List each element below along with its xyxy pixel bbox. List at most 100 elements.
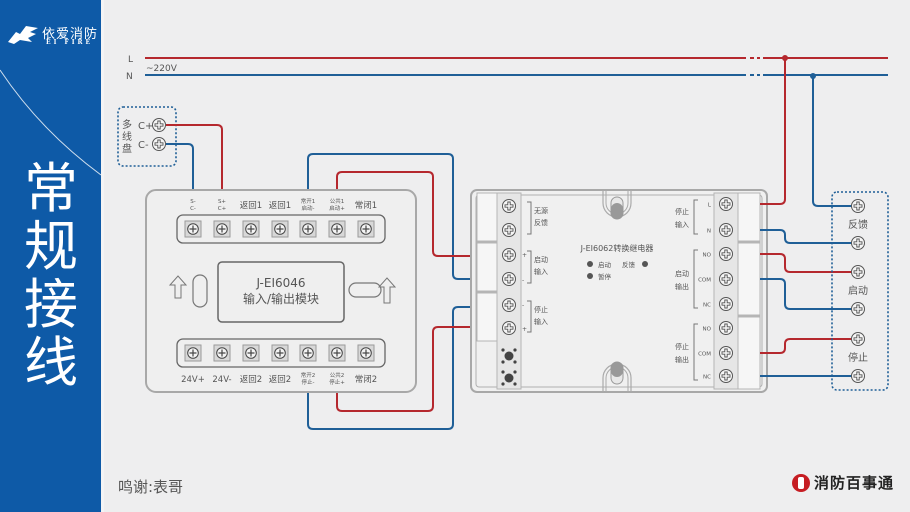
decorative-arc <box>0 69 101 176</box>
screw-terminal-icon <box>184 344 202 362</box>
screw-terminal-icon <box>502 199 516 213</box>
module-model: J-EI6046 <box>255 276 305 290</box>
terminal-label: 常闭2 <box>355 374 377 385</box>
wire-start-2 <box>760 278 852 310</box>
screw-terminal-icon <box>719 197 733 211</box>
wire-stop-plus <box>336 326 470 412</box>
screw-terminal-icon <box>719 346 733 360</box>
wire-feedback-1 <box>812 76 852 207</box>
test-button[interactable] <box>501 370 517 386</box>
terminal-label: 返回1 <box>269 200 291 211</box>
screw-terminal-icon <box>357 220 375 238</box>
title-char: 规 <box>24 215 78 278</box>
group-label: 输出 <box>675 282 689 291</box>
polarity-mark: + <box>522 326 527 333</box>
panel-label-char: 线 <box>122 130 132 143</box>
screw-terminal-icon <box>502 223 516 237</box>
screw-terminal-icon <box>299 220 317 238</box>
group-label: 输出 <box>675 355 689 364</box>
screw-terminal-icon <box>851 332 865 346</box>
terminal-label: 启动- <box>302 204 315 212</box>
indicator-start-led <box>587 261 593 267</box>
eagle-logo-icon <box>8 26 38 44</box>
reset-button[interactable] <box>501 348 517 364</box>
screw-terminal-icon <box>851 199 865 213</box>
screw-terminal-icon <box>719 272 733 286</box>
screw-terminal-icon <box>719 223 733 237</box>
screw-terminal-icon <box>851 369 865 383</box>
polarity-mark: - <box>522 302 524 309</box>
terminal-label: 常闭1 <box>355 200 377 211</box>
group-label: 输入 <box>534 317 548 326</box>
screw-terminal-icon <box>719 247 733 261</box>
screw-terminal-icon <box>328 220 346 238</box>
group-label: 反馈 <box>534 218 548 227</box>
module-name: 输入/输出模块 <box>243 291 319 306</box>
screw-terminal-icon <box>357 344 375 362</box>
screw-terminal-icon <box>242 220 260 238</box>
pin-label: NO <box>703 327 712 333</box>
group-label: 无源 <box>534 206 548 215</box>
up-arrow-icon <box>168 275 188 299</box>
panel-label-char: 盘 <box>122 142 132 155</box>
terminal-label: 停止- <box>302 378 315 386</box>
pin-label: NO <box>703 253 712 259</box>
wire-relay-L <box>760 58 786 205</box>
terminal-label: 公共1 <box>330 197 345 205</box>
title-char: 常 <box>24 157 78 220</box>
wire-feedback-2 <box>760 229 852 244</box>
screw-terminal-icon <box>213 344 231 362</box>
screw-terminal-icon <box>719 321 733 335</box>
wire-c-minus <box>166 143 194 192</box>
title-char: 线 <box>24 331 78 394</box>
screw-terminal-icon <box>502 248 516 262</box>
indicator-feedback-label: 反馈 <box>622 260 636 269</box>
pin-label: NC <box>703 375 711 381</box>
group-label: 停止 <box>534 305 548 314</box>
brand-name-cn: 依爱消防 <box>42 27 99 42</box>
wire-stop-minus <box>307 306 470 430</box>
panel-label-char: 多 <box>122 118 132 131</box>
pin-label: COM <box>698 352 711 358</box>
terminal-label: 返回2 <box>240 374 262 385</box>
terminal-label: 返回2 <box>269 374 291 385</box>
multiline-panel: 多 线 盘 C+ C- <box>117 106 177 167</box>
wire-start-minus <box>307 153 470 280</box>
screw-terminal-icon <box>213 220 231 238</box>
top-terminal-strip <box>176 214 386 244</box>
screw-terminal-icon <box>152 137 166 151</box>
screw-terminal-icon <box>271 220 289 238</box>
terminal-label: 停止+ <box>329 378 345 386</box>
publisher-name: 消防百事通 <box>814 474 895 492</box>
relay-bottom-handle <box>602 361 632 392</box>
pin-label: COM <box>698 278 711 284</box>
group-label: 启动 <box>534 255 548 264</box>
fire-hydrant-icon <box>792 473 810 492</box>
group-label: 停止 <box>675 207 689 216</box>
publisher-logo: 消防百事通 <box>792 472 894 493</box>
terminal-label: 公共2 <box>330 371 345 379</box>
terminal-label: 常开1 <box>301 197 316 205</box>
page-title: 常 规 接 线 <box>18 160 84 392</box>
mounting-slot <box>192 274 208 308</box>
terminal-label: 返回1 <box>240 200 262 211</box>
brand-name-en: EI FIRE <box>46 39 94 46</box>
screw-terminal-icon <box>242 344 260 362</box>
wire-start-1 <box>760 253 852 273</box>
device-label-start: 启动 <box>848 284 868 297</box>
line-L-label: L <box>128 55 133 65</box>
indicator-start-label: 启动 <box>598 260 612 269</box>
screw-terminal-icon <box>328 344 346 362</box>
title-char: 接 <box>24 273 78 336</box>
voltage-label: ~220V <box>146 64 178 74</box>
wire-stop-1 <box>760 338 852 354</box>
polarity-mark: + <box>522 252 527 259</box>
credit-text: 鸣谢:表哥 <box>118 478 184 496</box>
line-N-label: N <box>126 72 133 82</box>
pin-label: NC <box>703 303 711 309</box>
wire-start-plus <box>336 171 470 257</box>
terminal-label: S- <box>190 199 195 205</box>
terminal-label: 24V- <box>212 375 231 385</box>
